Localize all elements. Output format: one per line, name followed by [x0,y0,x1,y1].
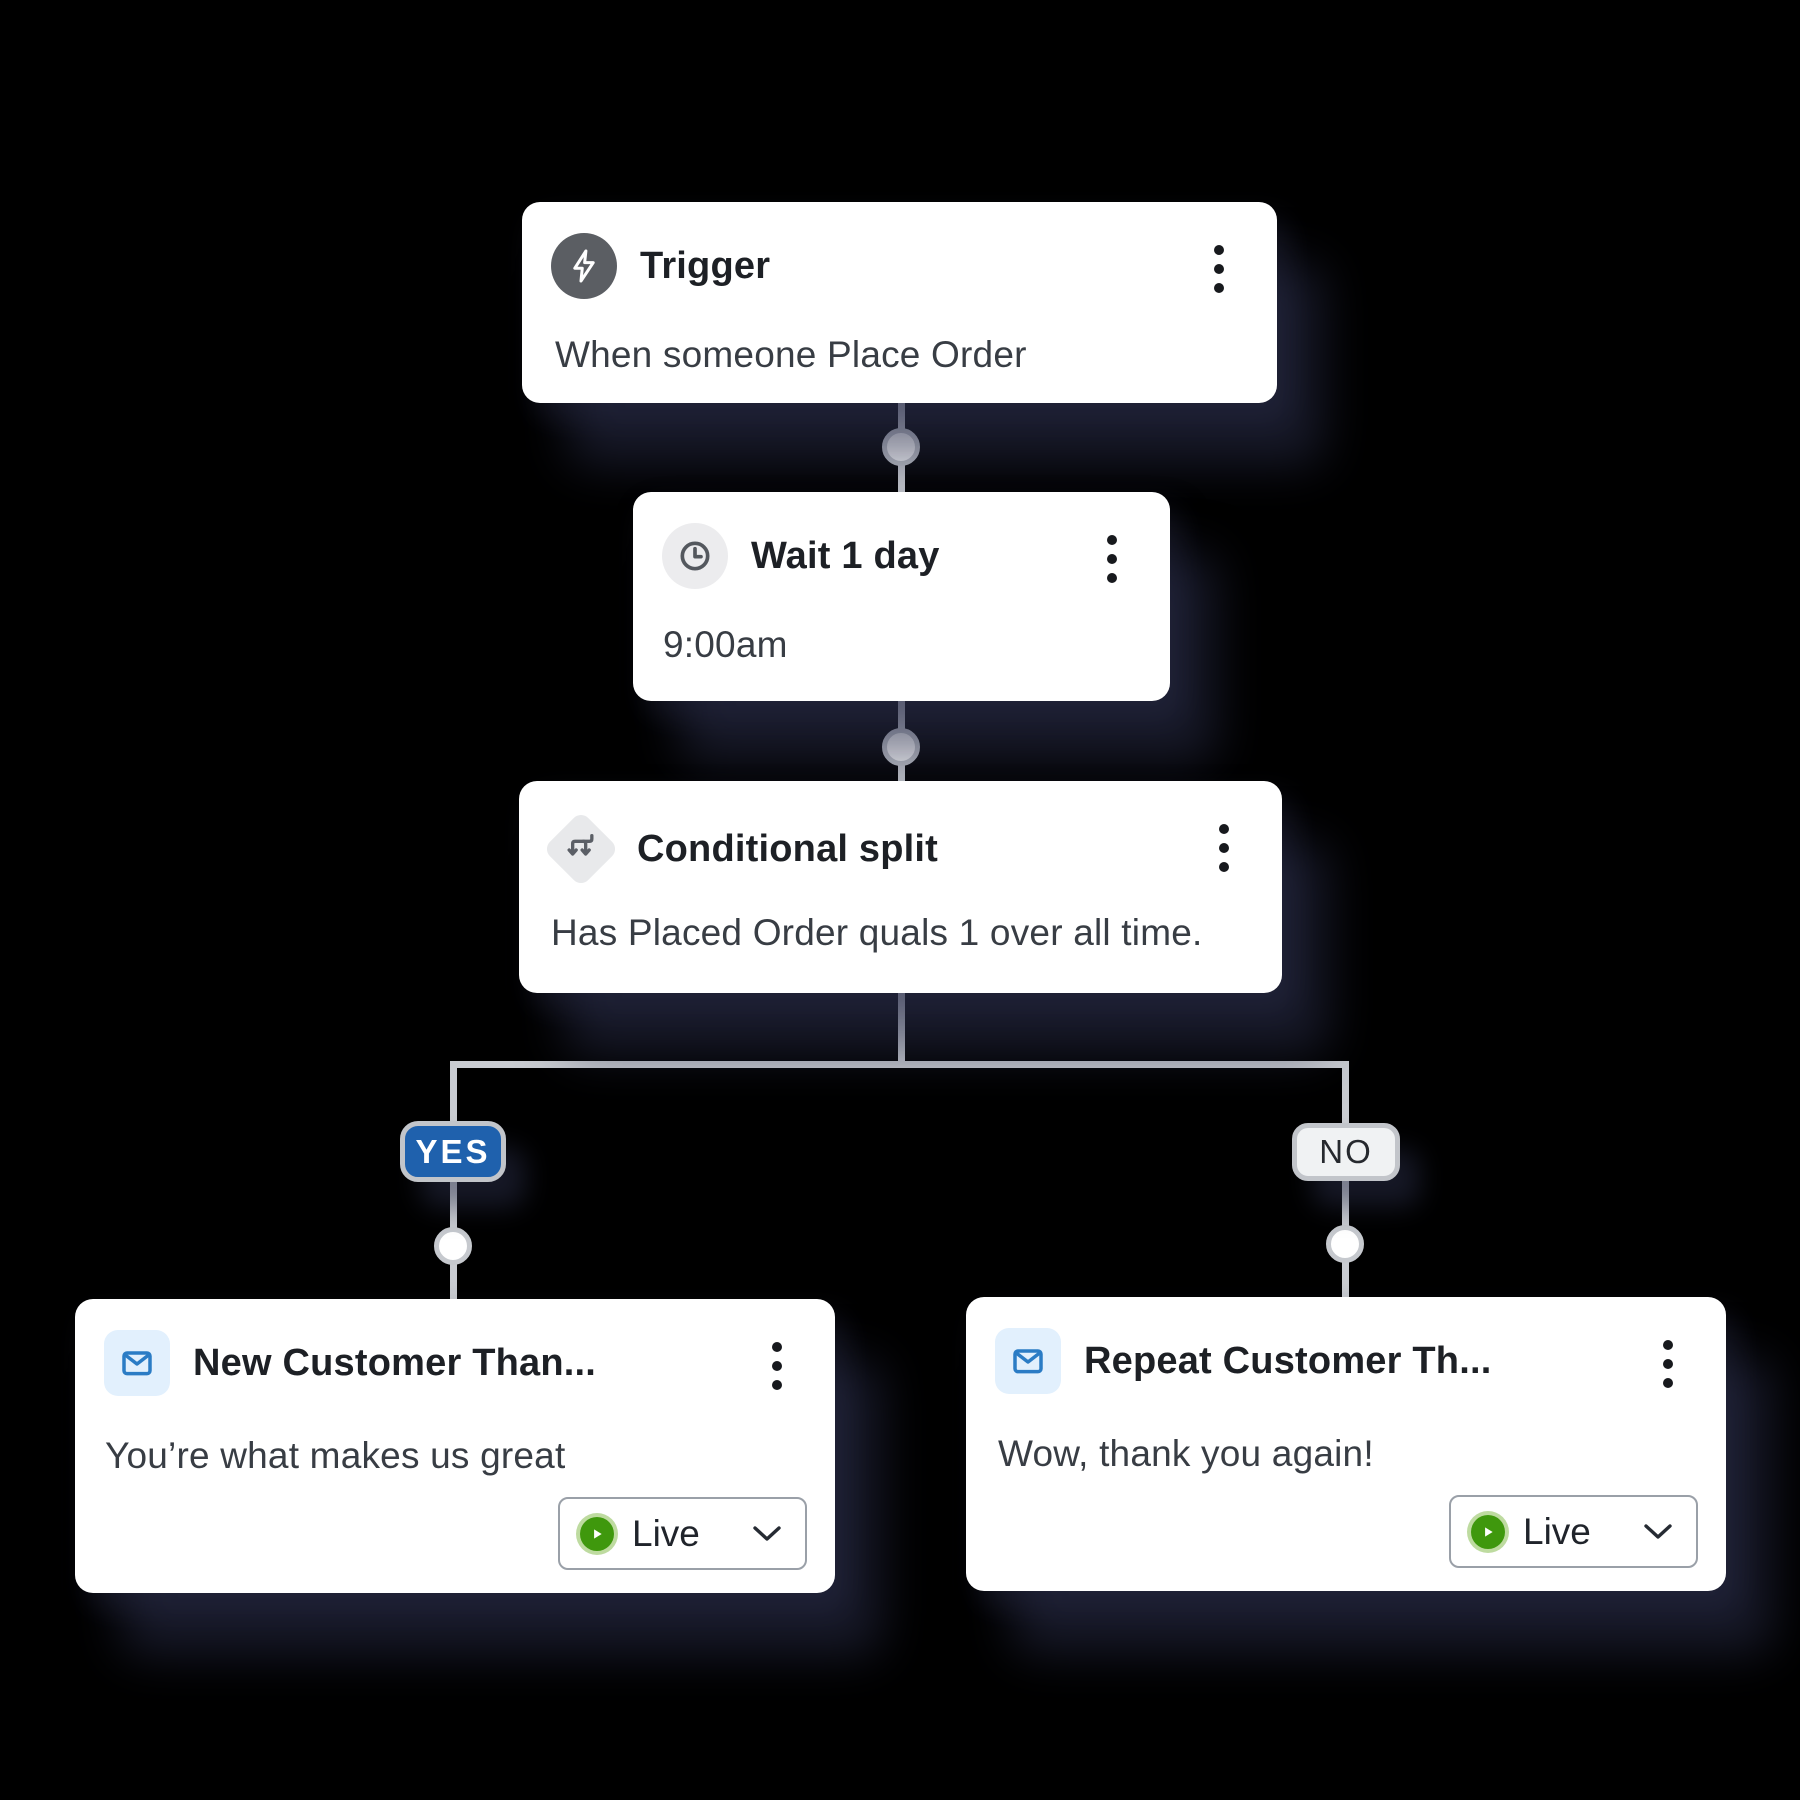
email-card-new-customer[interactable]: New Customer Than... You’re what makes u… [75,1299,835,1593]
more-options-button[interactable] [1212,243,1226,295]
node-title: Repeat Customer Th... [1084,1339,1492,1382]
connector-dot-no [1326,1225,1364,1263]
more-options-button[interactable] [770,1340,784,1392]
more-options-button[interactable] [1661,1338,1675,1390]
node-title: Conditional split [637,827,939,870]
clock-icon [662,523,728,589]
no-branch-badge: NO [1292,1123,1400,1181]
connector-dot-trigger-wait [882,428,920,466]
status-label: Live [632,1512,700,1554]
node-title: Wait 1 day [751,534,940,577]
wait-card-header: Wait 1 day [633,492,1170,589]
no-branch-label: NO [1319,1133,1373,1170]
node-title: New Customer Than... [193,1341,597,1384]
chevron-down-icon [751,1524,783,1544]
node-description: When someone Place Order [555,334,1027,375]
email-card-repeat-customer[interactable]: Repeat Customer Th... Wow, thank you aga… [966,1297,1726,1591]
connector-dot-yes [434,1227,472,1265]
node-description: Has Placed Order quals 1 over all time. [551,912,1203,953]
trigger-card[interactable]: Trigger When someone Place Order [522,202,1277,403]
split-icon [542,810,620,888]
email-icon [995,1328,1061,1394]
live-status-icon [1471,1514,1505,1549]
connector-dot-wait-split [882,728,920,766]
live-status-icon [580,1516,614,1551]
chevron-down-icon [1642,1522,1674,1542]
conditional-split-card[interactable]: Conditional split Has Placed Order quals… [519,781,1282,993]
node-description: You’re what makes us great [105,1435,566,1476]
yes-branch-badge: YES [400,1121,506,1182]
node-title: Trigger [640,244,771,287]
email-card-header: Repeat Customer Th... [966,1297,1726,1394]
trigger-card-header: Trigger [522,202,1277,299]
email-icon [104,1330,170,1396]
email-card-header: New Customer Than... [75,1299,835,1396]
node-description: Wow, thank you again! [998,1433,1374,1474]
more-options-button[interactable] [1217,822,1231,874]
split-card-header: Conditional split [519,781,1282,888]
wait-card[interactable]: Wait 1 day 9:00am [633,492,1170,701]
connector-branch-horizontal [451,1061,1349,1068]
node-description: 9:00am [663,624,788,665]
lightning-icon [551,233,617,299]
status-label: Live [1523,1510,1591,1552]
yes-branch-label: YES [415,1132,491,1170]
status-dropdown[interactable]: Live [558,1497,807,1570]
more-options-button[interactable] [1105,533,1119,585]
connector-split-stem [898,990,905,1068]
status-dropdown[interactable]: Live [1449,1495,1698,1568]
